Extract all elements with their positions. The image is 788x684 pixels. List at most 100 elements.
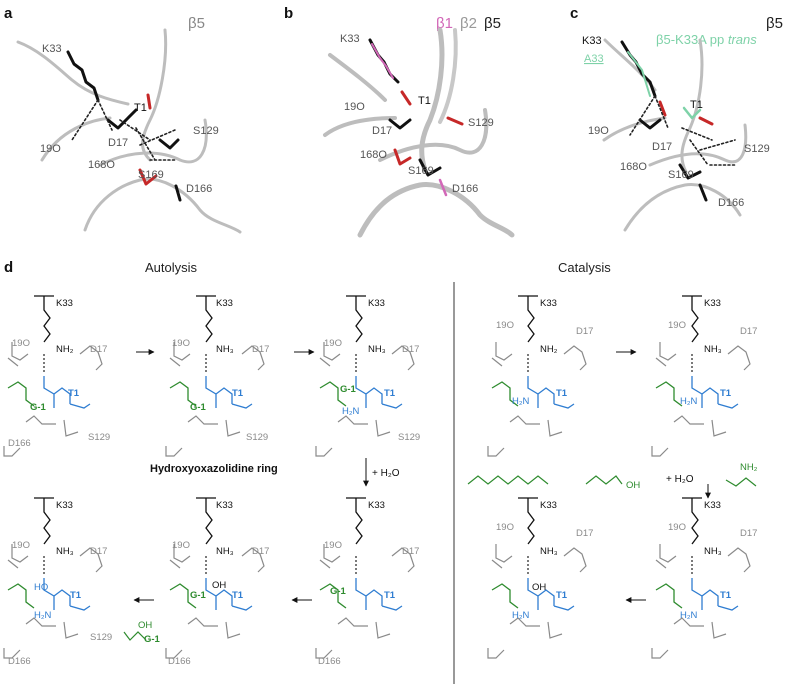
panel-d: d Autolysis Catalysis K33 19O D17 NH₂ [3, 259, 758, 684]
label-b-k33: K33 [340, 33, 360, 45]
water-label-autolysis: + H₂O [372, 468, 400, 479]
panel-c-mutant-label: β5-K33A pp trans [656, 32, 757, 47]
autolysis-title: Autolysis [145, 260, 198, 275]
panel-a-subunit: β5 [188, 15, 205, 32]
autolysis-state-1: K33 19O D17 NH₂ T1 G-1 S129 D166 [3, 295, 110, 457]
c1-19o: 19O [496, 320, 514, 331]
a6-nh3: NH₃ [56, 546, 74, 557]
label-c-s169: S169 [668, 169, 694, 181]
a2-nh3: NH₃ [216, 344, 234, 355]
a3-s129: S129 [398, 432, 420, 443]
c1-nh2: NH₂ [540, 344, 558, 355]
label-b-d166: D166 [452, 183, 478, 195]
c3-t1: T1 [720, 590, 732, 601]
label-a-s169: S169 [138, 169, 164, 181]
a2-19o: 19O [172, 338, 190, 349]
mutant-label-suffix: trans [728, 32, 757, 47]
released-oh: OH [138, 620, 152, 631]
ring-caption: Hydroxyoxazolidine ring [150, 463, 278, 475]
a6-d17: D17 [90, 546, 107, 557]
label-a-k33: K33 [42, 43, 62, 55]
a3-t1: T1 [384, 388, 396, 399]
c2-k33: K33 [704, 298, 721, 309]
a5-oh: OH [212, 580, 226, 591]
label-c-168o: 168O [620, 161, 647, 173]
label-a-d17: D17 [108, 137, 128, 149]
released-g1: G-1 [144, 634, 161, 645]
c1-t1: T1 [556, 388, 568, 399]
a4-t1: T1 [384, 590, 396, 601]
a5-t1: T1 [232, 590, 244, 601]
label-a-d166: D166 [186, 183, 212, 195]
c4-oh: OH [532, 582, 546, 593]
panel-d-letter: d [4, 259, 13, 276]
label-a-t1: T1 [134, 102, 147, 114]
water-label-catalysis: + H₂O [666, 474, 694, 485]
a1-19o: 19O [12, 338, 30, 349]
c3-k33: K33 [704, 500, 721, 511]
catalysis-state-3: K33 19O D17 NH₃ T1 H₂N [651, 497, 757, 659]
autolysis-state-6: K33 19O D17 NH₃ HO T1 H₂N S129 D166 G-1 … [3, 497, 161, 667]
a6-19o: 19O [12, 540, 30, 551]
a1-t1: T1 [68, 388, 80, 399]
a2-d17: D17 [252, 344, 269, 355]
a4-d17: D17 [402, 546, 419, 557]
catalysis-state-2: K33 19O D17 NH₃ T1 H₂N [651, 295, 757, 457]
a1-d17: D17 [90, 344, 107, 355]
a6-d166: D166 [8, 656, 31, 667]
catalysis-state-1: K33 19O D17 NH₂ T1 H₂N [487, 295, 593, 457]
a5-g1: G-1 [190, 590, 207, 601]
panel-c: c β5 β5-K33A pp trans K33 A33 T1 19O D17… [570, 5, 783, 232]
panel-c-letter: c [570, 5, 578, 22]
label-c-s129: S129 [744, 143, 770, 155]
label-a-s129: S129 [193, 125, 219, 137]
a4-19o: 19O [324, 540, 342, 551]
c4-nh3: NH₃ [540, 546, 558, 557]
a3-g1: G-1 [340, 384, 357, 395]
a1-k33: K33 [56, 298, 73, 309]
label-a-168o: 168O [88, 159, 115, 171]
a4-g1: G-1 [330, 586, 347, 597]
a1-nh2: NH₂ [56, 344, 74, 355]
a5-d17: D17 [252, 546, 269, 557]
autolysis-state-3: K33 19O D17 NH₃ T1 G-1 H₂N S129 [315, 295, 420, 457]
a4-k33: K33 [368, 500, 385, 511]
panel-b: b β1 β2 β5 K33 T1 19O D17 S129 168O S169… [284, 5, 515, 238]
label-c-19o: 19O [588, 125, 609, 137]
a1-g1: G-1 [30, 402, 47, 413]
catalysis-state-4: K33 19O D17 NH₃ T1 H₂N OH [487, 497, 593, 659]
c4-19o: 19O [496, 522, 514, 533]
c1-h2n: H₂N [512, 396, 530, 407]
a6-t1: T1 [70, 590, 82, 601]
a6-s129: S129 [90, 632, 112, 643]
a6-k33: K33 [56, 500, 73, 511]
a2-t1: T1 [232, 388, 244, 399]
a3-19o: 19O [324, 338, 342, 349]
a3-h2n: H₂N [342, 406, 360, 417]
c2-19o: 19O [668, 320, 686, 331]
label-c-d166: D166 [718, 197, 744, 209]
label-b-19o: 19O [344, 101, 365, 113]
panel-c-structure [602, 38, 748, 232]
label-c-a33: A33 [584, 53, 604, 65]
c3-nh3: NH₃ [704, 546, 722, 557]
label-b-s169: S169 [408, 165, 434, 177]
label-b-s129: S129 [468, 117, 494, 129]
a2-s129: S129 [246, 432, 268, 443]
mutant-label-prefix: β5-K33A pp [656, 32, 724, 47]
panel-b-letter: b [284, 5, 293, 22]
a2-g1: G-1 [190, 402, 207, 413]
a2-k33: K33 [216, 298, 233, 309]
catalysis-title: Catalysis [558, 260, 611, 275]
autolysis-state-4: K33 19O D17 T1 G-1 D166 [315, 497, 419, 667]
c3-19o: 19O [668, 522, 686, 533]
panel-c-subunit: β5 [766, 15, 783, 32]
panel-a: a β5 K33 T1 19O D17 S129 168O S169 D166 [4, 5, 242, 234]
label-b-168o: 168O [360, 149, 387, 161]
label-a-19o: 19O [40, 143, 61, 155]
label-b-t1: T1 [418, 95, 431, 107]
label-c-t1: T1 [690, 99, 703, 111]
a3-d17: D17 [402, 344, 419, 355]
label-b-d17: D17 [372, 125, 392, 137]
product-oh: OH [626, 480, 640, 491]
